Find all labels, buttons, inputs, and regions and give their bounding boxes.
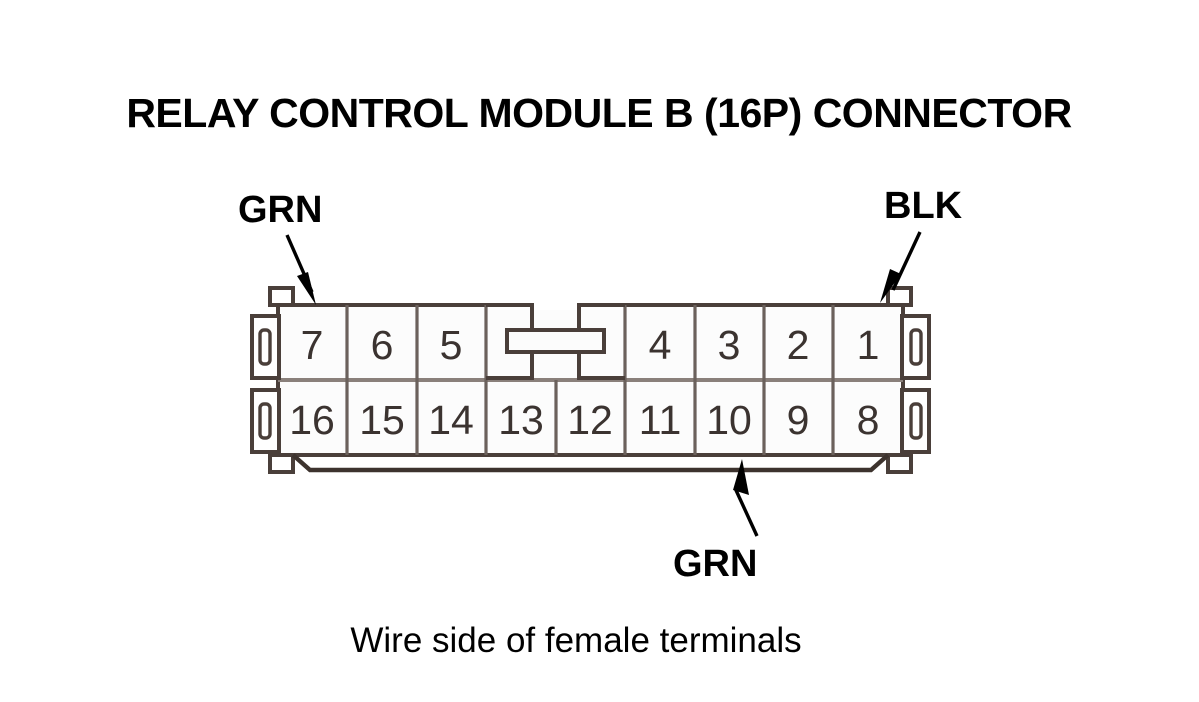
callout-grn-bottom: GRN [673, 459, 759, 585]
pin-label-14: 14 [428, 397, 474, 443]
pin-label-12: 12 [567, 397, 613, 443]
pin-label-3: 3 [718, 322, 741, 368]
top-row-background [280, 307, 901, 378]
callout-label-grn-bottom: GRN [673, 543, 757, 585]
right-upper-tab-slot [909, 328, 923, 366]
pin-label-1: 1 [857, 322, 880, 368]
callout-label-blk: BLK [884, 185, 963, 227]
top-right-nub [886, 286, 913, 307]
bottom-right-nub [886, 453, 913, 474]
bottom-row-pin-labels: 16 15 14 13 12 11 10 9 8 [289, 397, 879, 443]
pin-label-15: 15 [359, 397, 405, 443]
left-lower-tab-slot [258, 402, 272, 440]
top-row-pin-labels: 7 6 5 4 3 2 1 [301, 322, 880, 368]
callout-blk-top-right: BLK [880, 185, 963, 303]
callout-arrow-blk [880, 269, 901, 303]
pin-label-7: 7 [301, 322, 324, 368]
pin-label-2: 2 [787, 322, 810, 368]
connector-bottom-skirt [291, 453, 890, 473]
callout-grn-top-left: GRN [238, 189, 322, 305]
center-latch-keyway [486, 290, 625, 380]
bottom-row-dividers [345, 380, 835, 455]
right-lower-tab-slot [909, 402, 923, 440]
left-side-tabs [250, 314, 281, 454]
pin-label-13: 13 [498, 397, 544, 443]
pin-label-16: 16 [289, 397, 335, 443]
bottom-row-background [280, 382, 901, 453]
pin-label-8: 8 [857, 397, 880, 443]
pin-label-9: 9 [787, 397, 810, 443]
callout-arrow-grn-top-left [297, 272, 316, 305]
callout-leader-grn-bottom [733, 487, 759, 537]
pin-label-4: 4 [649, 322, 672, 368]
figure-caption: Wire side of female terminals [350, 621, 801, 660]
callout-leader-blk [891, 231, 922, 291]
page-title: RELAY CONTROL MODULE B (16P) CONNECTOR [126, 90, 1071, 136]
corner-nubs-bottom [268, 453, 913, 474]
pin-label-10: 10 [706, 397, 752, 443]
top-left-nub [268, 286, 295, 307]
right-side-tabs [900, 314, 931, 454]
pin-label-5: 5 [440, 322, 463, 368]
left-upper-tab-slot [258, 328, 272, 366]
top-row-dividers [345, 305, 835, 380]
callout-label-grn-top-left: GRN [238, 189, 322, 231]
callout-arrow-grn-bottom [733, 459, 749, 495]
bottom-left-nub [268, 453, 295, 474]
pin-label-11: 11 [639, 397, 682, 443]
corner-nubs-top [268, 286, 913, 307]
connector-body: 7 6 5 4 3 2 1 16 15 14 13 12 11 10 9 8 [250, 286, 931, 474]
pin-label-6: 6 [371, 322, 394, 368]
right-lower-tab [900, 388, 931, 454]
